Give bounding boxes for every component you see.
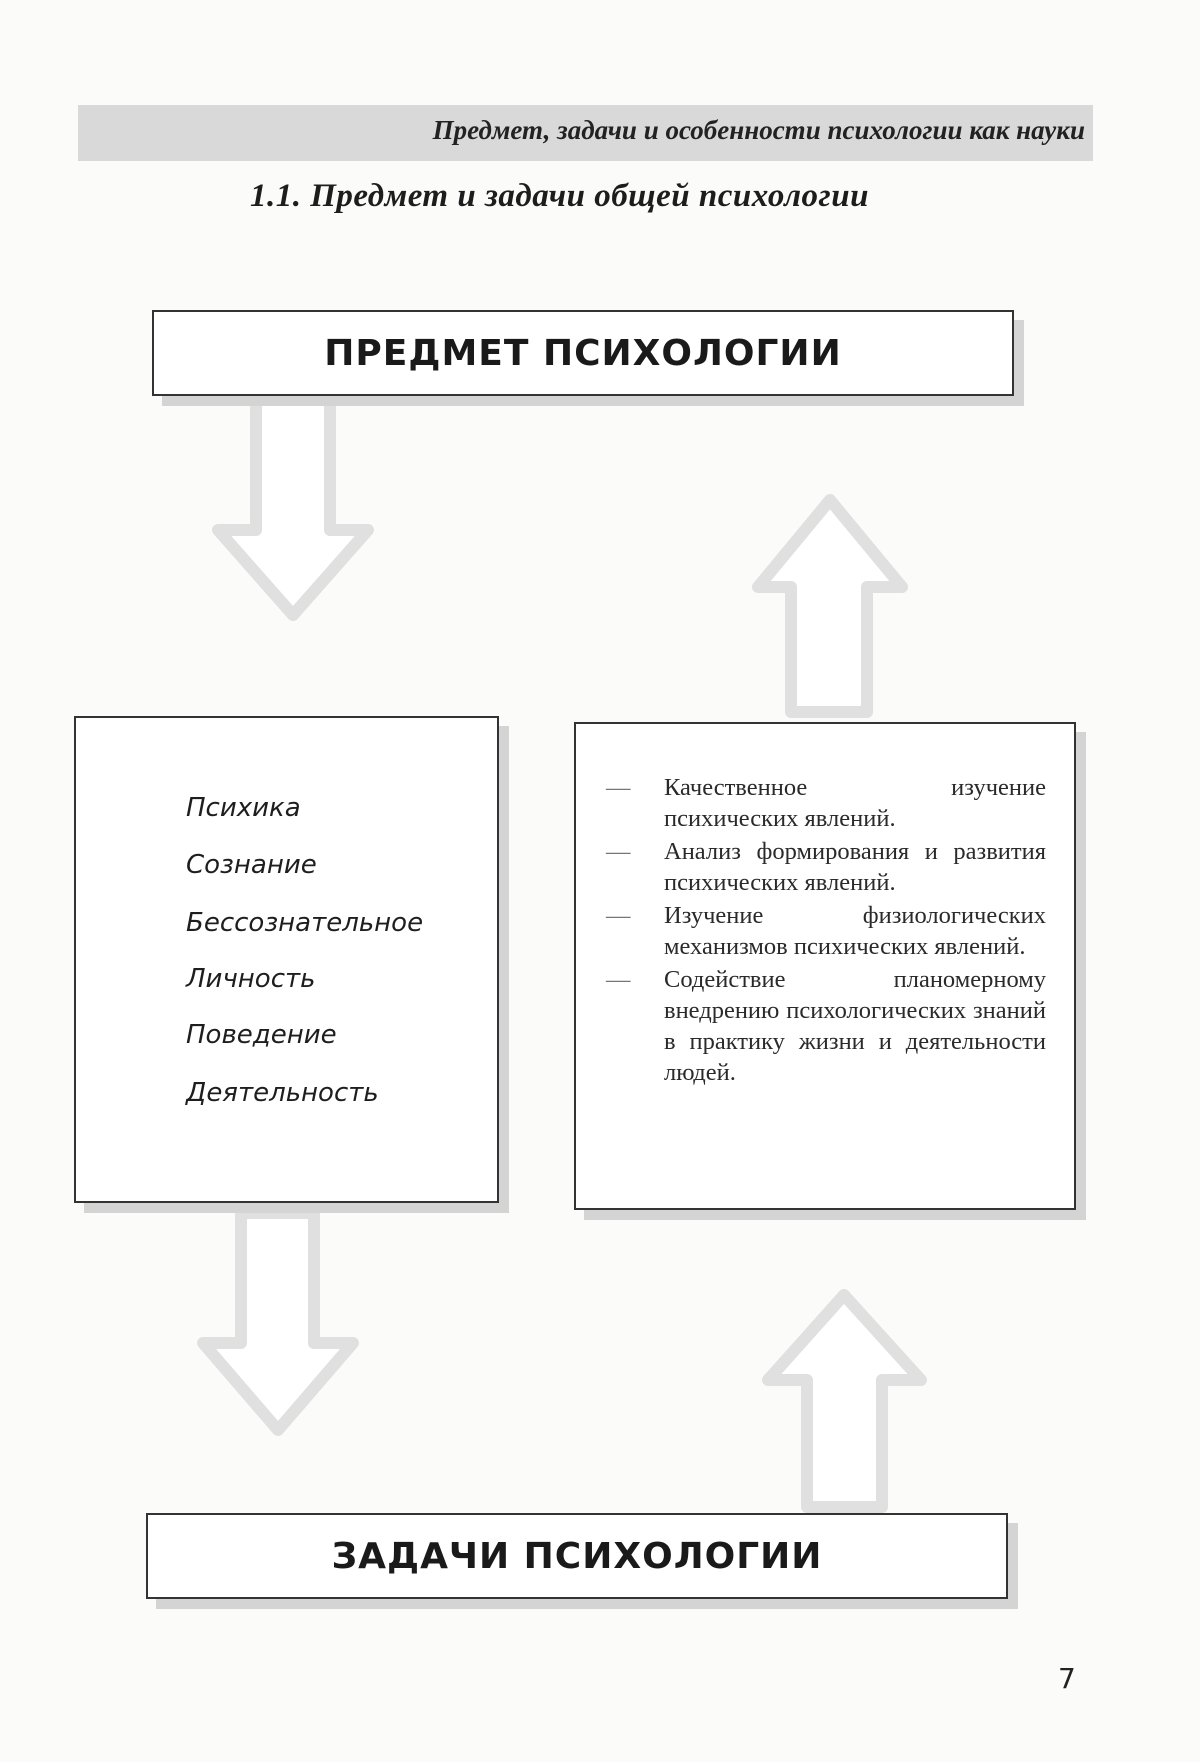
task-text: Изучение физиологических механизмов псих… <box>664 902 1046 960</box>
concept-item: Сознание <box>186 850 317 880</box>
concept-item: Психика <box>186 793 301 823</box>
concept-item: Личность <box>186 964 315 994</box>
subject-concepts-box: Психика Сознание Бессознательное Личност… <box>74 716 499 1203</box>
task-text: Качественное изучение психических явлени… <box>664 774 1046 832</box>
task-item: — Содействие планомерному внедрению психо… <box>606 964 1046 1088</box>
arrow-up-top-right <box>758 500 902 712</box>
subject-box: ПРЕДМЕТ ПСИХОЛОГИИ <box>152 310 1014 396</box>
dash-marker: — <box>606 772 631 803</box>
arrow-down-top-left <box>218 400 368 615</box>
tasks-box: ЗАДАЧИ ПСИХОЛОГИИ <box>146 1513 1008 1599</box>
dash-marker: — <box>606 836 631 867</box>
subject-box-label: ПРЕДМЕТ ПСИХОЛОГИИ <box>324 333 841 374</box>
page-number: 7 <box>1058 1662 1076 1695</box>
arrow-up-bottom-right <box>768 1295 921 1507</box>
concept-item: Деятельность <box>186 1078 379 1108</box>
task-text: Содействие планомерному внедрению психол… <box>664 966 1046 1086</box>
task-item: — Качественное изучение психических явлен… <box>606 772 1046 834</box>
dash-marker: — <box>606 900 631 931</box>
task-item: — Анализ формирования и развития психичес… <box>606 836 1046 898</box>
task-text: Анализ формирования и развития психическ… <box>664 838 1046 896</box>
tasks-box-label: ЗАДАЧИ ПСИХОЛОГИИ <box>332 1536 823 1577</box>
tasks-list: — Качественное изучение психических явлен… <box>606 772 1046 1090</box>
concept-item: Поведение <box>186 1020 337 1050</box>
tasks-list-box: — Качественное изучение психических явлен… <box>574 722 1076 1210</box>
dash-marker: — <box>606 964 631 995</box>
concept-item: Бессознательное <box>186 908 423 938</box>
task-item: — Изучение физиологических механизмов пси… <box>606 900 1046 962</box>
arrow-down-bottom-left <box>203 1213 353 1430</box>
